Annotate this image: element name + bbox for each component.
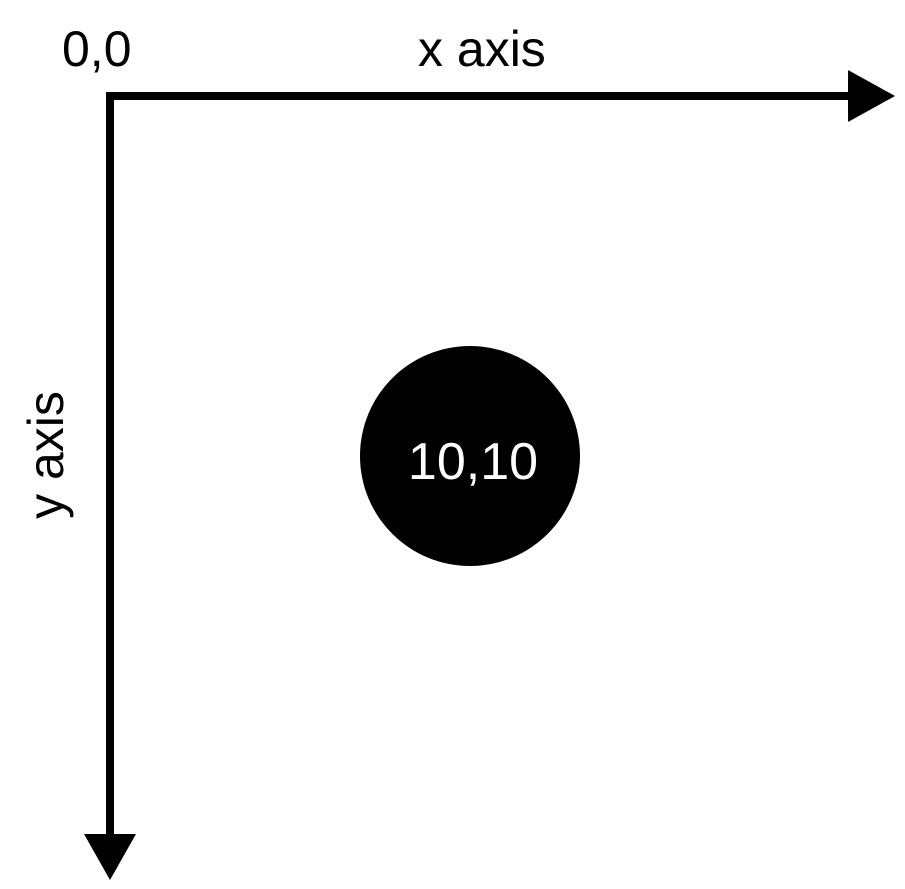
x-axis-arrowhead (848, 70, 895, 122)
x-axis-label: x axis (418, 21, 546, 77)
point-marker (360, 346, 580, 566)
y-axis-label: y axis (18, 391, 74, 519)
y-axis-arrowhead (84, 834, 136, 880)
point-label: 10,10 (407, 433, 539, 491)
origin-label: 0,0 (62, 21, 132, 77)
